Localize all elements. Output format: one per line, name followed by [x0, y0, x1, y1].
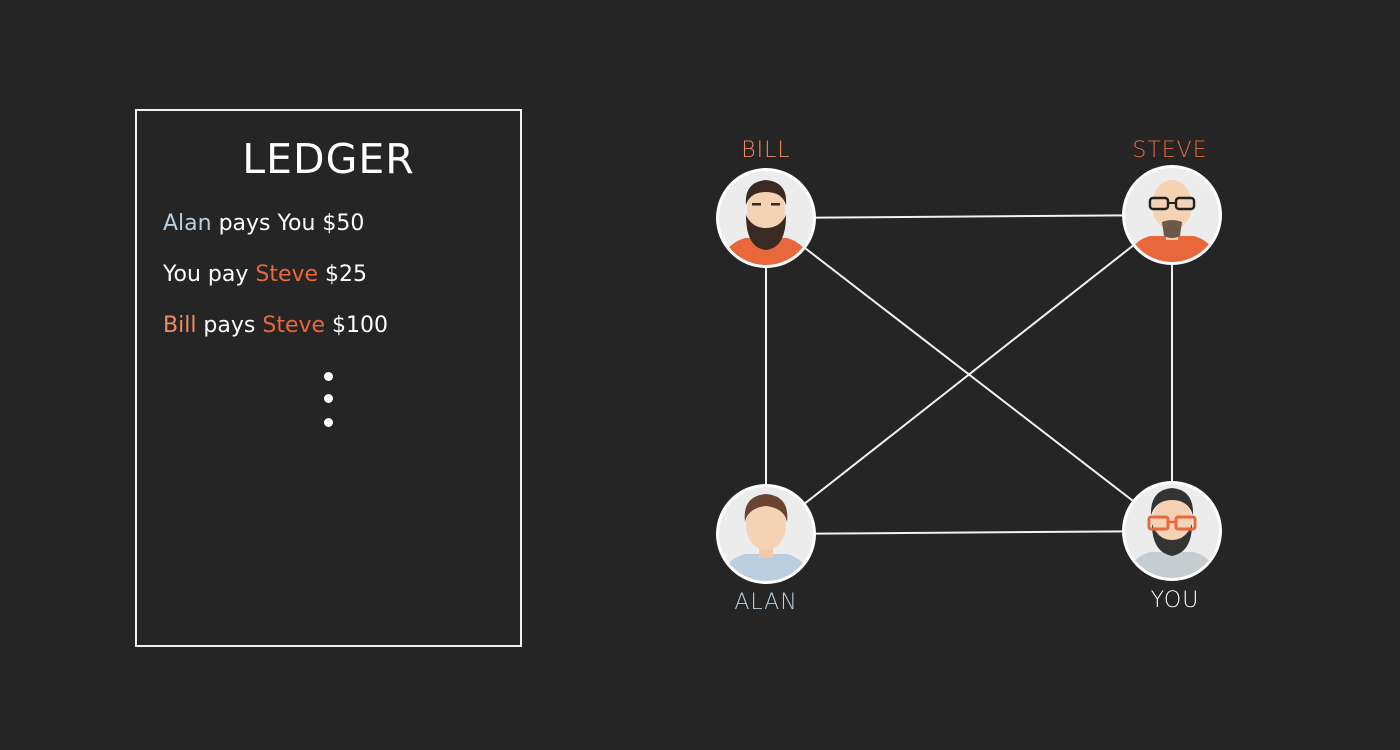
ellipsis-dot — [324, 372, 333, 381]
node-label-you: YOU — [1150, 588, 1200, 613]
avatar-bill — [716, 168, 816, 268]
edge-alan-you — [765, 530, 1173, 535]
ledger-panel: LEDGER Alan pays You $50 You pay Steve $… — [135, 109, 522, 647]
edge-steve-alan — [765, 214, 1173, 535]
ledger-entry: Alan pays You $50 — [163, 211, 364, 236]
entry-text: pays You $50 — [211, 211, 365, 236]
node-label-bill: BILL — [741, 138, 791, 163]
avatar-steve — [1122, 165, 1222, 265]
avatar-alan — [716, 484, 816, 584]
ledger-entry: Bill pays Steve $100 — [163, 313, 388, 338]
entry-name-alan: Alan — [163, 211, 212, 236]
entry-text: $25 — [318, 262, 368, 287]
entry-name-bill: Bill — [163, 313, 197, 338]
avatar-you — [1122, 481, 1222, 581]
entry-name-steve: Steve — [255, 262, 319, 287]
ellipsis-dot — [324, 418, 333, 427]
entry-text: $100 — [325, 313, 389, 338]
ledger-title: LEDGER — [242, 135, 415, 183]
edge-bill-steve — [765, 214, 1173, 219]
entry-name-steve: Steve — [262, 313, 326, 338]
entry-text: You pay — [163, 262, 256, 287]
ellipsis-dot — [324, 394, 333, 403]
ledger-entry: You pay Steve $25 — [163, 262, 367, 287]
node-label-alan: ALAN — [734, 590, 798, 615]
entry-text: pays — [196, 313, 263, 338]
node-label-steve: STEVE — [1132, 138, 1208, 163]
